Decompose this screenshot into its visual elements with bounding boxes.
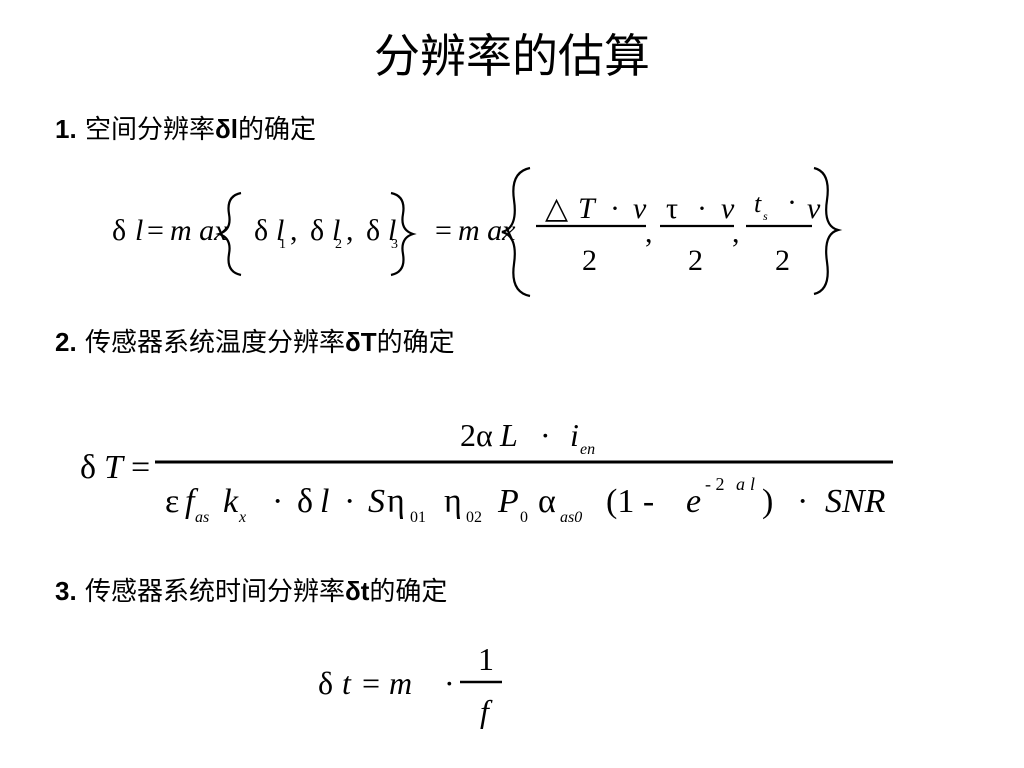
numerator-1: 1 xyxy=(478,641,494,677)
section-heading-time-resolution: 3. 传感器系统时间分辨率δt的确定 xyxy=(55,574,447,609)
variable-t: t xyxy=(754,189,762,218)
right-large-brace xyxy=(813,166,843,296)
dot-operator: · xyxy=(610,192,620,225)
variable-P: P xyxy=(497,483,519,520)
section-text-suffix: 的确定 xyxy=(376,328,455,358)
equals-sign: = xyxy=(362,665,380,701)
variable-SNR: SNR xyxy=(825,483,886,520)
left-large-brace xyxy=(501,166,531,298)
section-symbol: δt xyxy=(344,576,370,606)
subscript-x: x xyxy=(238,509,246,526)
variable-f: f xyxy=(480,693,493,729)
dot-operator: · xyxy=(697,192,707,225)
dot-operator: · xyxy=(344,483,355,520)
triangle-symbol: △ xyxy=(545,192,568,225)
exponent-a: a xyxy=(736,474,745,494)
exponent-minus-2: - 2 xyxy=(705,474,725,494)
exponent-l: l xyxy=(750,474,755,494)
subscript-as: as xyxy=(195,509,209,526)
dot-operator: · xyxy=(797,483,808,520)
denominator: 2 xyxy=(688,244,703,277)
variable-T: T xyxy=(578,192,597,225)
subscript-02: 02 xyxy=(466,509,482,526)
eta-symbol: η xyxy=(387,483,405,520)
section-text: 空间分辨率 xyxy=(84,115,215,145)
right-brace xyxy=(390,191,417,277)
variable-m: m xyxy=(389,665,412,701)
delta-symbol: δ xyxy=(112,214,126,247)
subscript-0: 0 xyxy=(520,509,528,526)
section-symbol: δl xyxy=(214,114,238,144)
variable-l: l xyxy=(388,214,396,247)
alpha-symbol: α xyxy=(538,483,556,520)
section-heading-spatial-resolution: 1. 空间分辨率δl的确定 xyxy=(55,112,316,147)
subscript-en: en xyxy=(580,441,595,458)
equals-sign: = xyxy=(131,449,150,486)
variable-l: l xyxy=(320,483,329,520)
comma: , xyxy=(732,216,740,249)
delta-symbol: δ xyxy=(80,449,96,486)
equals-sign: = xyxy=(435,214,452,247)
delta-symbol: δ xyxy=(366,214,380,247)
denominator: 2 xyxy=(775,244,790,277)
section-text: 传感器系统温度分辨率 xyxy=(84,328,345,358)
max-operator: m ax xyxy=(458,214,516,247)
section-text-suffix: 的确定 xyxy=(237,115,316,145)
left-brace xyxy=(215,191,242,277)
variable-i: i xyxy=(570,417,579,453)
dot-operator: · xyxy=(272,483,283,520)
dot-operator: · xyxy=(787,186,797,219)
variable-l: l xyxy=(276,214,284,247)
subscript-2: 2 xyxy=(335,237,342,252)
variable-v: v xyxy=(807,192,821,225)
section-text-suffix: 的确定 xyxy=(369,577,448,607)
delta-symbol: δ xyxy=(297,483,313,520)
comma: , xyxy=(346,214,354,247)
dot-operator: · xyxy=(540,417,551,453)
variable-t: t xyxy=(342,665,352,701)
variable-T: T xyxy=(104,449,125,486)
max-operator: m ax xyxy=(170,214,228,247)
equals-sign: = xyxy=(147,214,164,247)
numerator-2alpha: 2α xyxy=(460,417,493,453)
variable-L: L xyxy=(499,417,518,453)
section-text: 传感器系统时间分辨率 xyxy=(84,577,345,607)
delta-symbol: δ xyxy=(318,665,333,701)
section-number: 1. xyxy=(55,114,77,144)
section-number: 2. xyxy=(55,327,77,357)
variable-S: S xyxy=(368,483,385,520)
epsilon-symbol: ε xyxy=(165,483,179,520)
variable-f: f xyxy=(185,483,199,520)
variable-v: v xyxy=(721,192,735,225)
subscript-01: 01 xyxy=(410,509,426,526)
denominator: 2 xyxy=(582,244,597,277)
paren-close: ) xyxy=(762,483,773,520)
subscript-s: s xyxy=(763,209,768,223)
variable-l: l xyxy=(135,214,143,247)
variable-k: k xyxy=(223,483,239,520)
section-heading-temperature-resolution: 2. 传感器系统温度分辨率δT的确定 xyxy=(55,325,455,360)
page-title: 分辨率的估算 xyxy=(374,29,650,83)
eta-symbol: η xyxy=(444,483,462,520)
variable-e: e xyxy=(686,483,701,520)
section-number: 3. xyxy=(55,576,77,606)
tau-symbol: τ xyxy=(666,192,678,225)
variable-l: l xyxy=(332,214,340,247)
comma: , xyxy=(645,216,653,249)
section-symbol: δT xyxy=(344,327,377,357)
delta-symbol: δ xyxy=(310,214,324,247)
dot-operator: · xyxy=(444,665,455,701)
comma: , xyxy=(290,214,298,247)
paren-open-expression: (1 - xyxy=(606,483,654,520)
delta-symbol: δ xyxy=(254,214,268,247)
variable-v: v xyxy=(633,192,647,225)
subscript-3: 3 xyxy=(391,237,398,252)
subscript-1: 1 xyxy=(279,237,286,252)
subscript-as0: as0 xyxy=(560,509,582,526)
